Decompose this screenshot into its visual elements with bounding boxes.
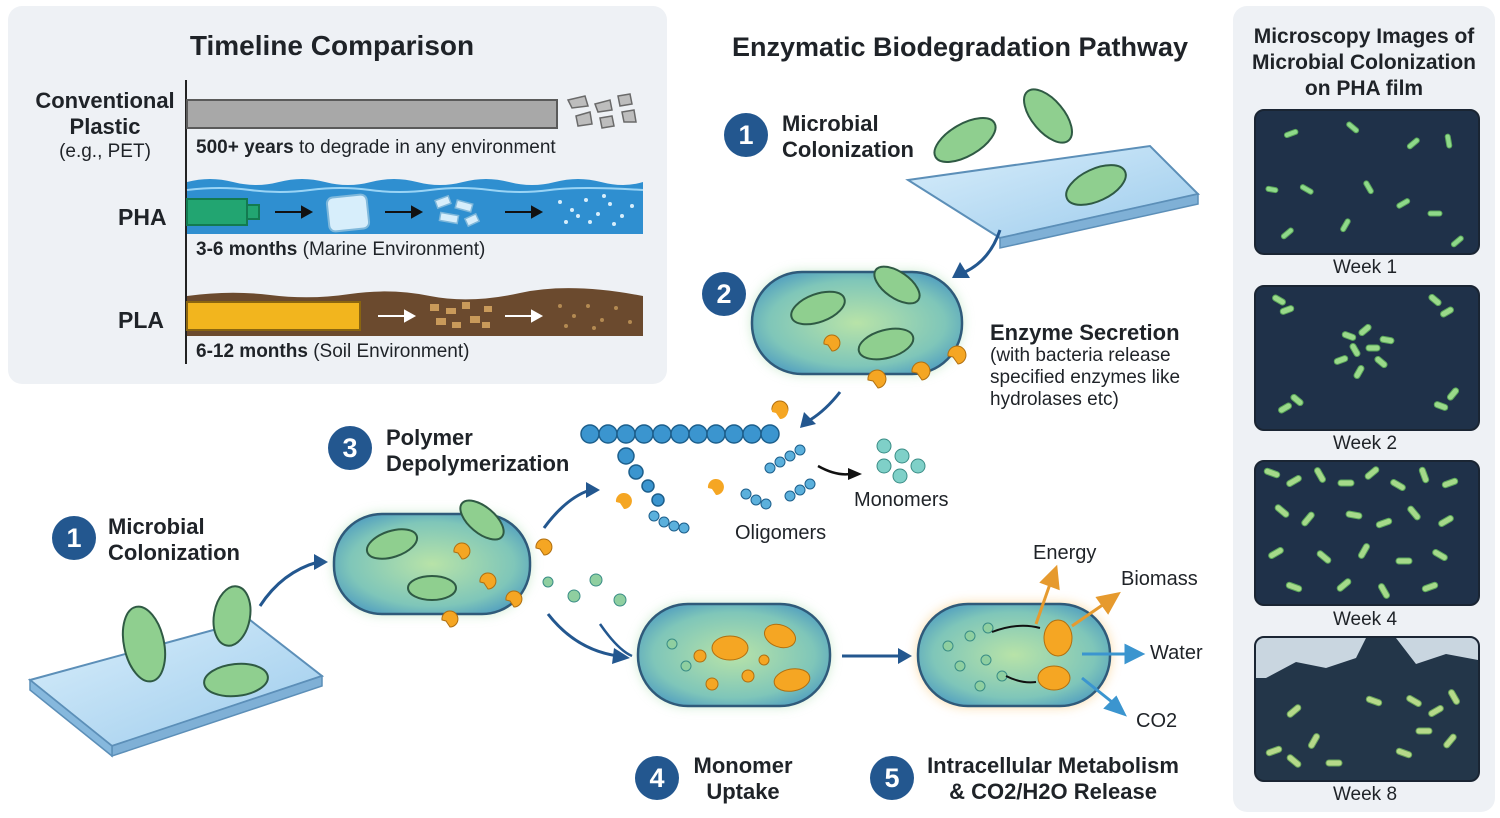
week-4-image [1254,460,1480,606]
step-1b-badge: 1 [52,516,96,560]
monomers-label: Monomers [854,489,948,512]
co2-label: CO2 [1136,710,1177,733]
step-2-label: Enzyme Secretion [990,320,1210,346]
film-left-icon [30,620,322,756]
biomass-label: Biomass [1121,568,1198,591]
step-4-label: Monomer Uptake [688,753,798,805]
week-2-bacteria [1256,287,1478,429]
step-2-desc: (with bacteria release specified enzymes… [990,345,1190,411]
step-3-label: Polymer Depolymerization [386,425,586,477]
oligomer-icon [649,445,815,533]
monomer-icon [877,439,925,483]
week-1-bacteria [1256,111,1478,253]
step-1b-label: Microbial Colonization [108,514,258,566]
step-2-badge: 2 [702,272,746,316]
week-4-label: Week 4 [1254,609,1476,631]
step-1-label: Microbial Colonization [782,111,932,163]
week-2-label: Week 2 [1254,433,1476,455]
step-3-badge: 3 [328,426,372,470]
step-5-badge: 5 [870,756,914,800]
water-label: Water [1150,642,1203,665]
week-8-image [1254,636,1480,782]
oligomers-label: Oligomers [735,522,826,545]
week-4-bacteria [1256,462,1478,604]
step-5-label: Intracellular Metabolism & CO2/H2O Relea… [922,753,1184,805]
step-4-badge: 4 [635,756,679,800]
week-1-label: Week 1 [1254,257,1476,279]
microscopy-title: Microscopy Images of Microbial Colonizat… [1240,24,1488,102]
energy-label: Energy [1033,542,1096,565]
week-2-image [1254,285,1480,431]
week-8-label: Week 8 [1254,784,1476,806]
week-8-bacteria [1256,638,1478,780]
step-1-badge: 1 [724,113,768,157]
week-1-image [1254,109,1480,255]
cell-enzyme-icon [752,272,962,374]
